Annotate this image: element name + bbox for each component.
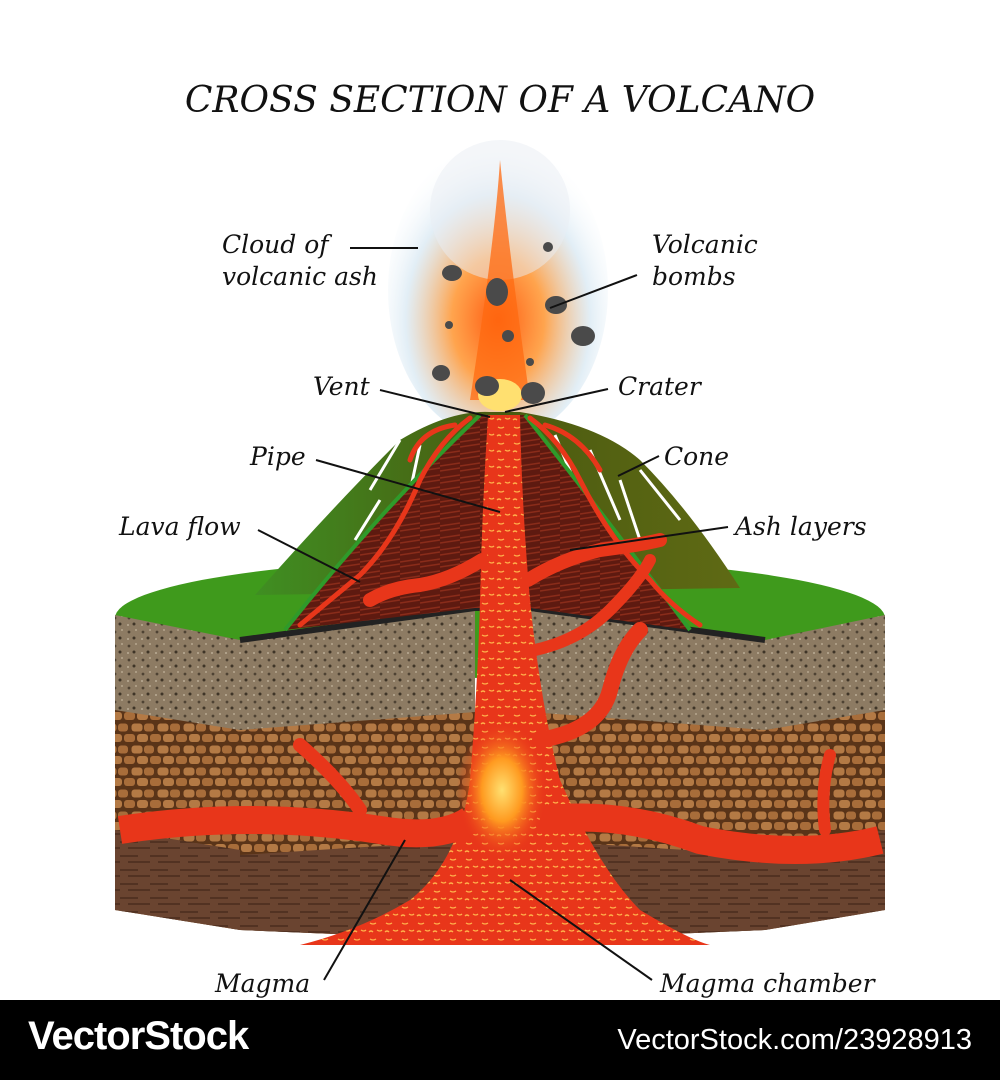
label-cloud-line2: volcanic ash [222,262,378,291]
watermark-url: VectorStock.com/23928913 [617,1024,972,1056]
label-bombs-line1: Volcanic [652,230,758,259]
watermark-footer: VectorStock VectorStock.com/23928913 [0,1000,1000,1080]
diagram-title: CROSS SECTION OF A VOLCANO [185,80,815,121]
label-cloud-line1: Cloud of [222,230,332,259]
label-vent: Vent [313,372,371,401]
volcanic-bombs [432,242,595,404]
label-lava-flow: Lava flow [118,512,241,541]
label-magma: Magma [214,969,310,998]
label-ash-layers: Ash layers [733,512,867,541]
lava-flows [297,415,703,628]
label-cone: Cone [664,442,729,471]
watermark-brand: VectorStock [28,1014,249,1058]
label-pipe: Pipe [249,442,306,471]
magma-system [117,415,884,945]
label-bombs-line2: bombs [652,262,736,291]
label-magma-chamber: Magma chamber [659,969,877,998]
leader-lines [257,247,729,981]
label-crater: Crater [618,372,703,401]
